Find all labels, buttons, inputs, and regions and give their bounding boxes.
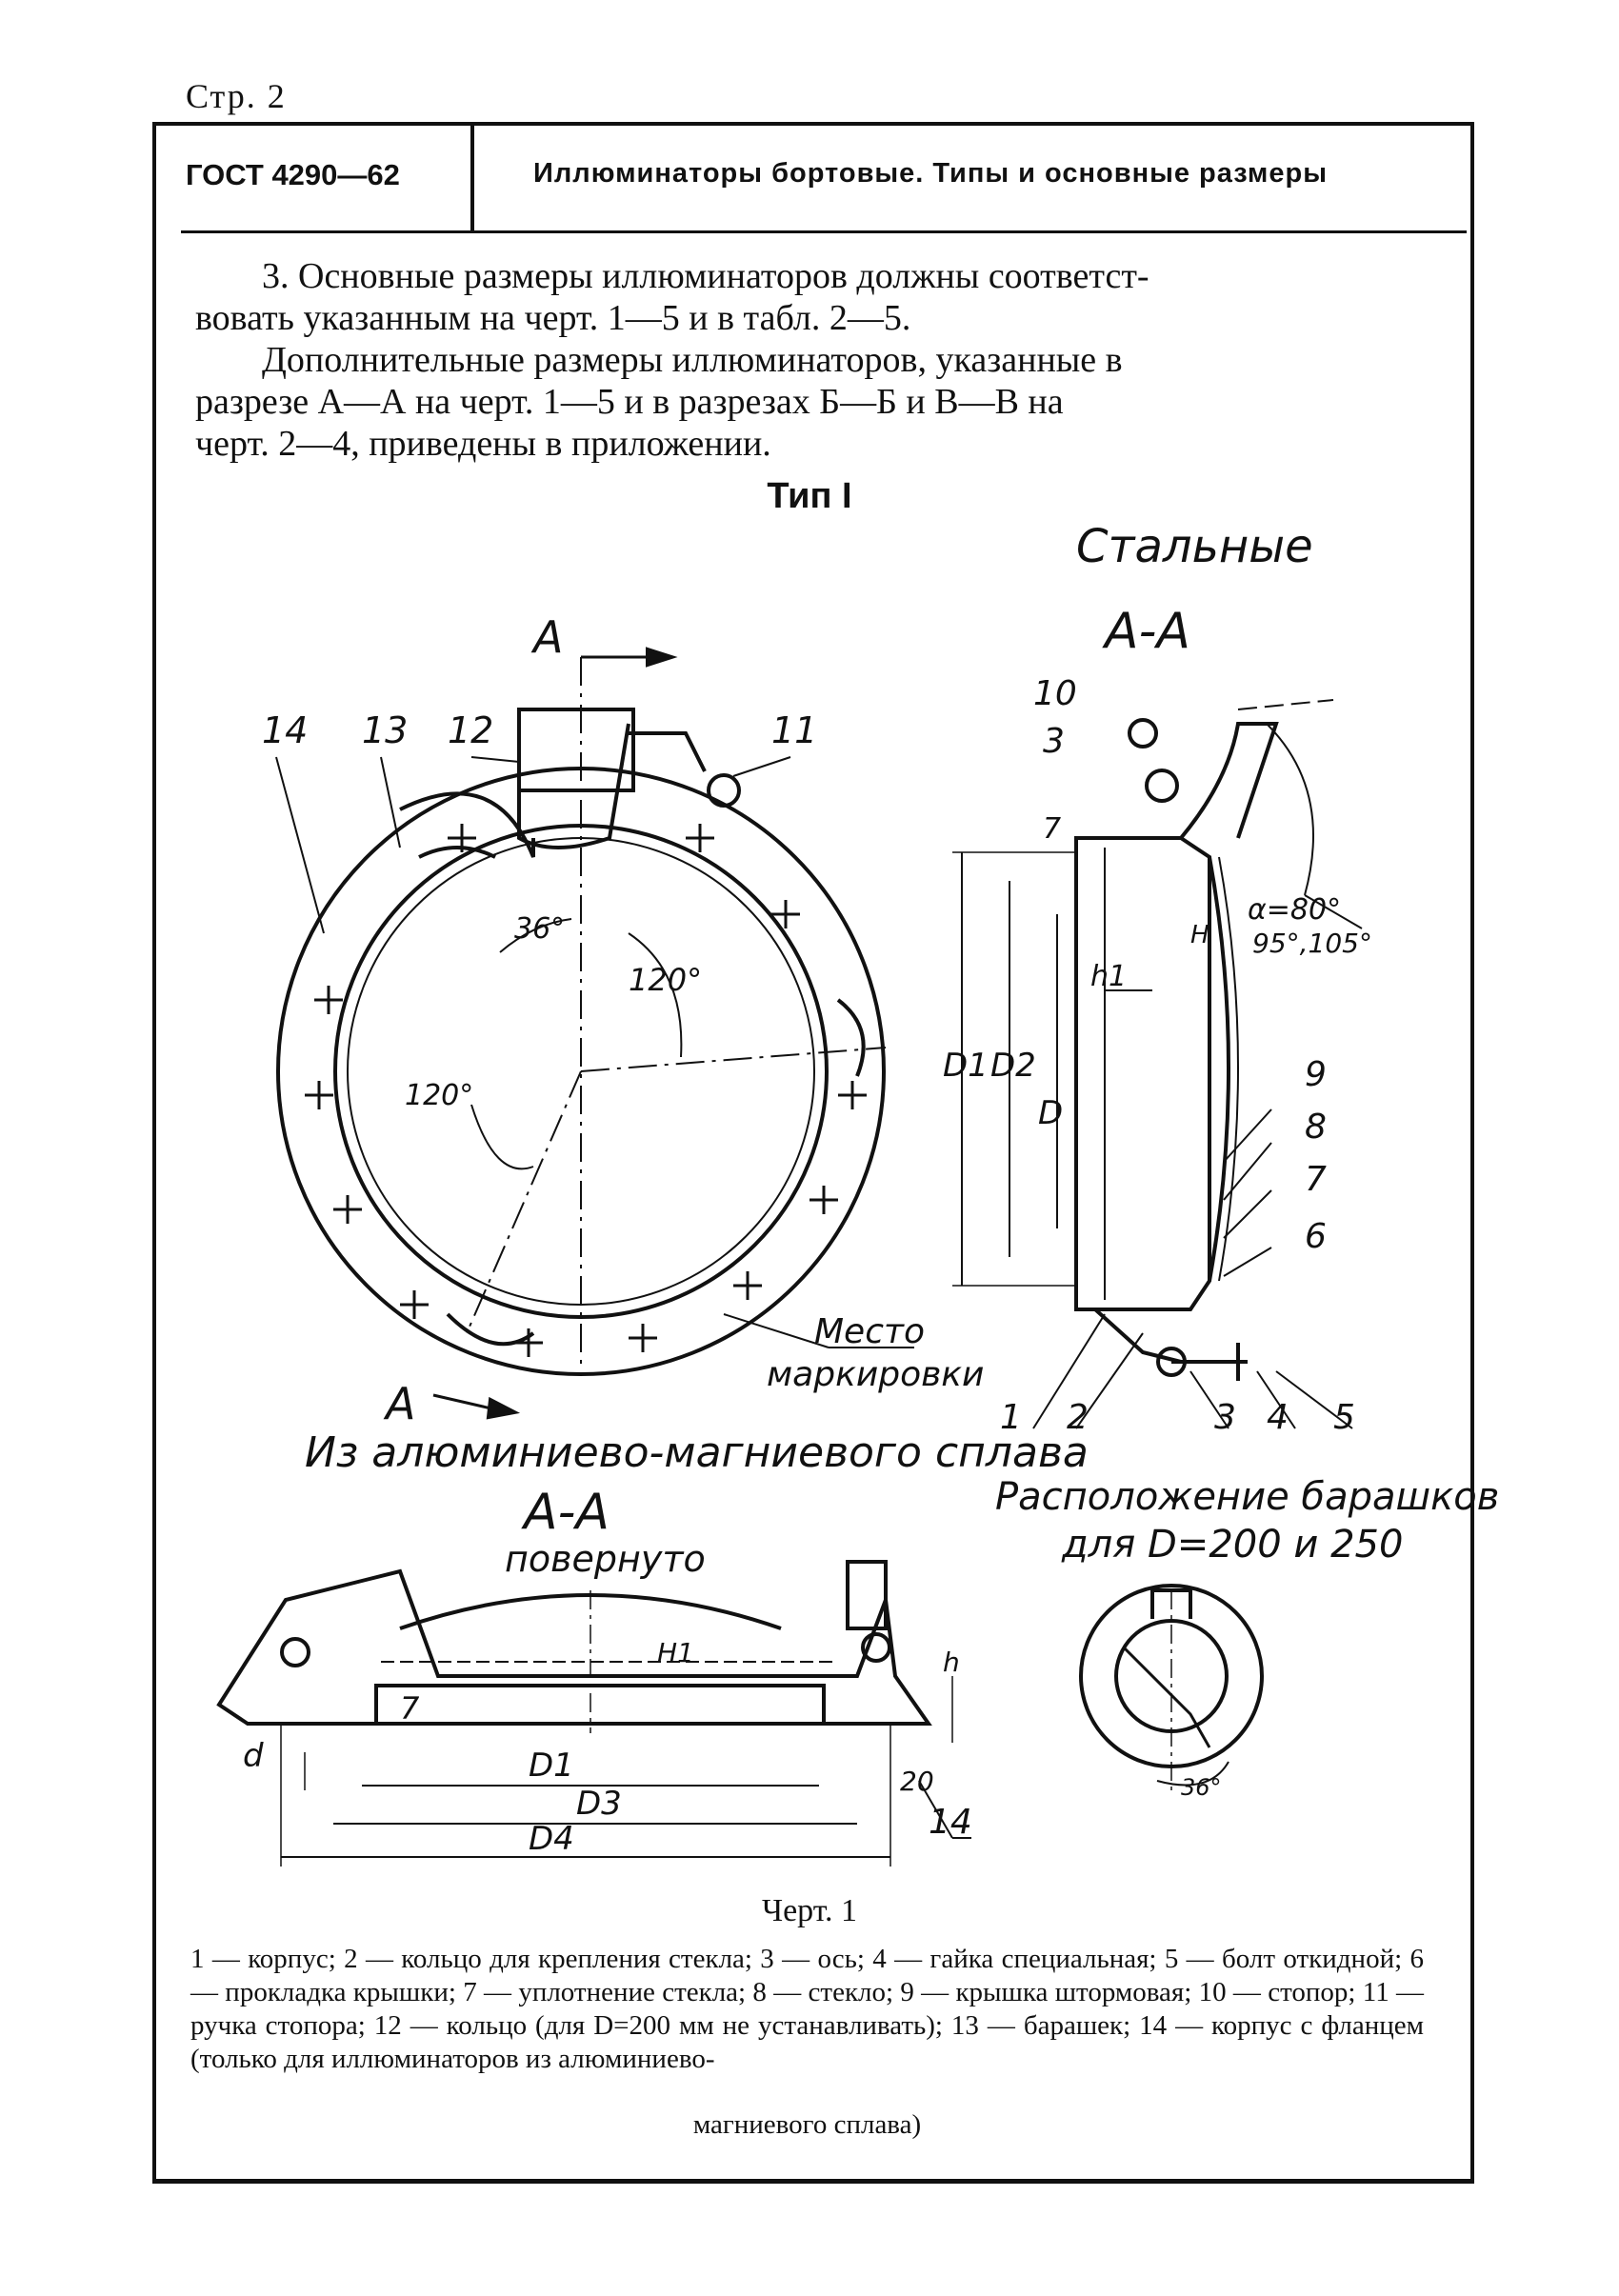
dim-H: H bbox=[1190, 921, 1209, 949]
callout-3-bottom: 3 bbox=[1214, 1398, 1236, 1437]
alloy-section-view bbox=[216, 1560, 971, 1867]
dim-D: D bbox=[1038, 1094, 1063, 1132]
dim-D2: D2 bbox=[990, 1047, 1036, 1085]
callout-2: 2 bbox=[1067, 1398, 1089, 1437]
doc-title: Иллюминаторы бортовые. Типы и основные р… bbox=[533, 158, 1328, 189]
alloy-label: Из алюминиево-магниевого сплава bbox=[305, 1428, 1089, 1477]
rotated-label: повернуто bbox=[505, 1538, 706, 1580]
callout-14: 14 bbox=[262, 709, 308, 751]
para2-line3: черт. 2—4, приведены в приложении. bbox=[195, 424, 771, 464]
marking-label-1: Место bbox=[814, 1312, 925, 1351]
dim-20: 20 bbox=[900, 1766, 934, 1797]
callout-5: 5 bbox=[1333, 1398, 1355, 1437]
header-top-rule bbox=[152, 122, 1470, 126]
dim-7-steel: 7 bbox=[1043, 812, 1061, 846]
callout-10: 10 bbox=[1033, 674, 1077, 713]
cut-label-top: А bbox=[530, 611, 563, 663]
dim-7-alloy: 7 bbox=[400, 1690, 420, 1727]
type-heading: Тип I bbox=[767, 476, 852, 516]
dim-H1: H1 bbox=[657, 1637, 694, 1668]
callout-6: 6 bbox=[1305, 1217, 1327, 1256]
porthole-plan-view bbox=[275, 647, 914, 1420]
steel-label: Стальные bbox=[1076, 520, 1313, 573]
dim-D4: D4 bbox=[529, 1820, 574, 1858]
callout-7: 7 bbox=[1305, 1160, 1327, 1199]
callout-9: 9 bbox=[1305, 1055, 1327, 1094]
wing-layout-view bbox=[1079, 1584, 1264, 1790]
cut-label-bottom: А bbox=[383, 1378, 415, 1429]
wing-angle-36: 36° bbox=[1181, 1774, 1222, 1801]
dim-D1: D1 bbox=[943, 1047, 989, 1085]
angle-95-label: 95°,105° bbox=[1252, 928, 1372, 959]
dim-D3: D3 bbox=[576, 1785, 622, 1823]
callout-12: 12 bbox=[448, 709, 493, 751]
callout-14-flange: 14 bbox=[929, 1803, 972, 1842]
angle-120-left-label: 120° bbox=[405, 1079, 473, 1112]
wing-layout-label-1: Расположение барашков bbox=[995, 1475, 1499, 1519]
header-bottom-rule bbox=[181, 230, 1467, 233]
callout-13: 13 bbox=[362, 709, 408, 751]
para1-line2: вовать указанным на черт. 1—5 и в табл. … bbox=[195, 298, 911, 338]
figure-legend-last-line: магниевого сплава) bbox=[692, 2109, 922, 2140]
callout-11: 11 bbox=[771, 709, 817, 751]
para2-line2: разрезе А—А на черт. 1—5 и в разрезах Б—… bbox=[195, 382, 1064, 422]
marking-label-2: маркировки bbox=[767, 1355, 984, 1394]
header-divider bbox=[470, 126, 474, 230]
callout-3-top: 3 bbox=[1043, 722, 1065, 761]
callout-1: 1 bbox=[1000, 1398, 1022, 1437]
angle-36-label: 36° bbox=[514, 912, 565, 946]
figure-caption: Черт. 1 bbox=[761, 1893, 858, 1928]
dim-d: d bbox=[243, 1737, 264, 1775]
doc-code: ГОСТ 4290—62 bbox=[186, 158, 400, 191]
angle-alpha-label: α=80° bbox=[1248, 893, 1341, 927]
dim-h1: h1 bbox=[1090, 960, 1127, 993]
angle-120-right-label: 120° bbox=[629, 962, 702, 998]
figure-legend: 1 — корпус; 2 — кольцо для крепления сте… bbox=[190, 1944, 1424, 2074]
para2-line1: Дополнительные размеры иллюминаторов, ук… bbox=[262, 340, 1123, 380]
section-aa-steel-label: А-А bbox=[1102, 603, 1190, 660]
callout-4: 4 bbox=[1267, 1398, 1289, 1437]
para1-line1: 3. Основные размеры иллюминаторов должны… bbox=[262, 256, 1149, 296]
steel-section-view bbox=[952, 699, 1363, 1429]
wing-layout-label-2: для D=200 и 250 bbox=[1061, 1523, 1403, 1567]
dim-D1-alloy: D1 bbox=[529, 1747, 574, 1785]
page-number: Стр. 2 bbox=[186, 77, 287, 115]
dim-h: h bbox=[943, 1647, 960, 1678]
section-aa-alloy-label: А-А bbox=[521, 1484, 610, 1541]
callout-8: 8 bbox=[1305, 1108, 1327, 1147]
page-frame bbox=[152, 122, 1474, 2184]
